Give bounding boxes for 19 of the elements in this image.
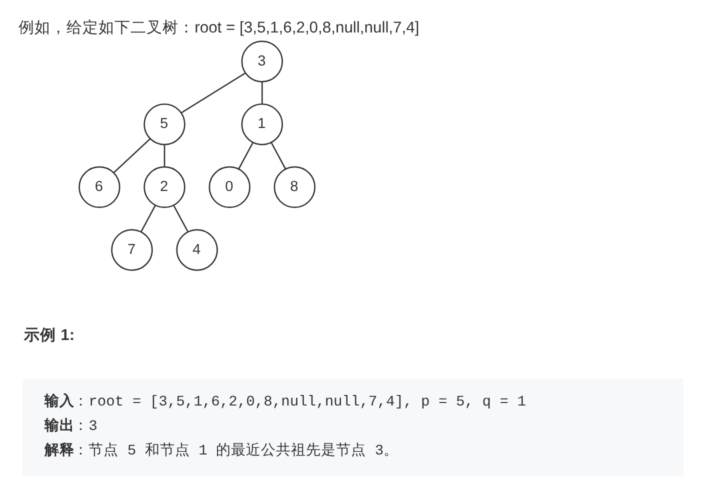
diagram-title: 例如，给定如下二叉树：root = [3,5,1,6,2,0,8,null,null,7,4]: [18, 20, 420, 37]
connector: [164, 144, 166, 167]
node-circle: 6: [78, 166, 120, 208]
connector: [140, 205, 156, 232]
connector: [113, 138, 151, 174]
connector: [238, 142, 254, 170]
node-circle: 2: [144, 166, 186, 208]
node-circle: 7: [111, 229, 153, 271]
connector: [180, 72, 246, 114]
node-circle: 1: [241, 103, 283, 146]
node-circle: 3: [241, 40, 283, 82]
connector: [173, 205, 188, 232]
node-circle: 5: [144, 103, 186, 146]
node-circle: 0: [208, 166, 250, 208]
node-circle: 4: [176, 229, 218, 271]
node-circle: 8: [274, 166, 316, 208]
label: 示例 1:: [24, 326, 75, 344]
connector: [261, 82, 263, 104]
connector: [270, 142, 286, 170]
